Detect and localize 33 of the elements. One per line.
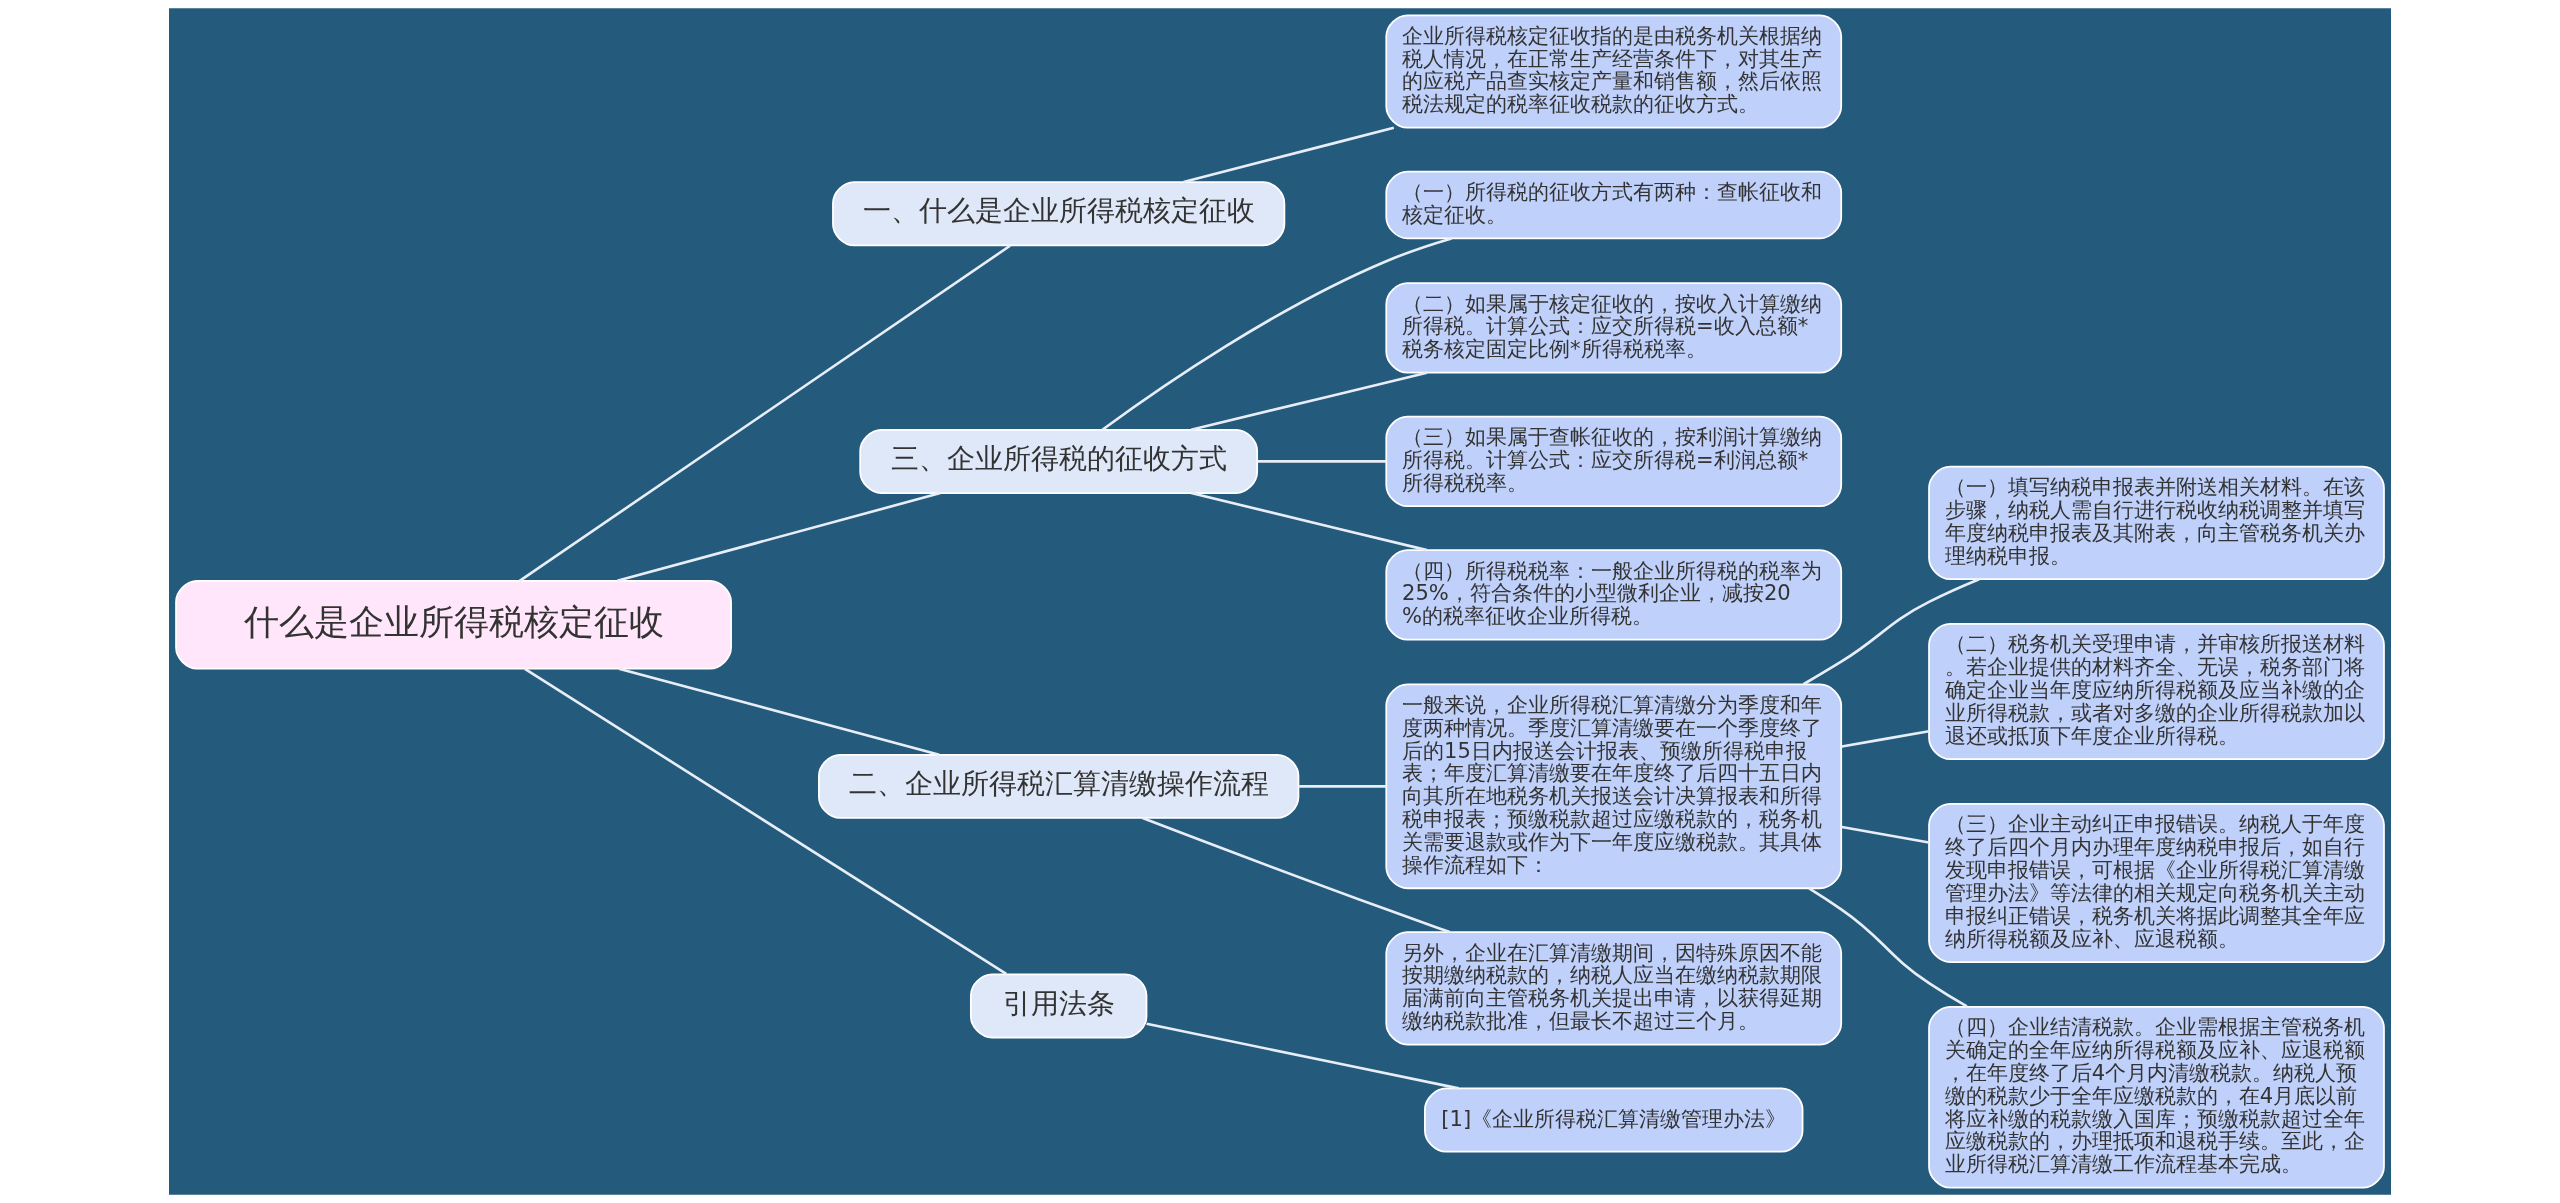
connector <box>1841 729 1930 748</box>
connector <box>1802 578 1980 686</box>
node-box: 一般来说，企业所得税汇算清缴分为季度和年度两种情况。季度汇算清缴要在一个季度终了后的15日内报送会计报表、预缴所得税申报表；年度汇算清缴要在年度终了后四十五日内向其所在地税务机关报送会计决算报表和所得税申报表；预缴税款超过应缴税款的，税务机关需要退款或作为下一年度应缴税款。其具体操作流程如下： <box>1385 683 1843 890</box>
node-box: （二）税务机关受理申请，并审核所报送材料。若企业提供的材料齐全、无误，税务部门将确定企业当年度应纳所得税额及应当补缴的企业所得税款，或者对多缴的企业所得税款加以退还或抵顶下年度企业所得税。 <box>1928 623 2385 761</box>
connector <box>1190 371 1428 432</box>
node-box: （二）如果属于核定征收的，按收入计算缴纳所得税。计算公式：应交所得税=收入总额*税务核定固定比例*所得税税率。 <box>1385 282 1843 374</box>
connector <box>518 244 1011 582</box>
connector <box>618 667 940 756</box>
connector <box>1142 816 1451 934</box>
node-box: 另外，企业在汇算清缴期间，因特殊原因不能按期缴纳税款的，纳税人应当在缴纳税款期限届满前向主管税务机关提出申请，以获得延期缴纳税款批准，但最长不超过三个月。 <box>1385 931 1843 1046</box>
connector <box>1257 460 1387 463</box>
node-box: 企业所得税核定征收指的是由税务机关根据纳税人情况，在正常生产经营条件下，对其生产的应税产品查实核定产量和销售额，然后依照税法规定的税率征收税款的征收方式。 <box>1385 14 1843 129</box>
connector <box>1841 825 1930 844</box>
connector <box>524 667 1007 975</box>
connector <box>1146 1022 1459 1090</box>
connector <box>1190 491 1428 552</box>
node-box: 什么是企业所得税核定征收 <box>175 580 732 670</box>
node-box: 三、企业所得税的征收方式 <box>859 428 1259 494</box>
connector <box>1183 126 1395 184</box>
node-box: （四）所得税税率：一般企业所得税的税率为25%，符合条件的小型微利企业，减按20%的税率征收企业所得税。 <box>1385 549 1843 641</box>
connector <box>1808 887 1968 1008</box>
connector <box>616 491 941 583</box>
node-box: （三）企业主动纠正申报错误。纳税人于年度终了后四个月内办理年度纳税申报后，如自行发现申报错误，可根据《企业所得税汇算清缴管理办法》等法律的相关规定向税务机关主动申报纠正错误，税务机关将据此调整其全年应纳所得税额及应补、应退税额。 <box>1928 803 2385 963</box>
connector <box>1299 785 1386 788</box>
node-box: （一）所得税的征收方式有两种：查帐征收和核定征收。 <box>1385 170 1843 240</box>
node-box: [1]《企业所得税汇算清缴管理办法》 <box>1424 1087 1804 1153</box>
node-box: （一）填写纳税申报表并附送相关材料。在该步骤，纳税人需自行进行税收纳税调整并填写年度纳税申报表及其附表，向主管税务机关办理纳税申报。 <box>1928 465 2385 580</box>
node-box: 引用法条 <box>969 973 1148 1039</box>
connector <box>1101 237 1452 431</box>
node-box: （三）如果属于查帐征收的，按利润计算缴纳所得税。计算公式：应交所得税=利润总额*所得税税率。 <box>1385 415 1843 508</box>
node-box: 一、什么是企业所得税核定征收 <box>832 181 1286 247</box>
node-box: 二、企业所得税汇算清缴操作流程 <box>818 753 1300 819</box>
node-box: （四）企业结清税款。企业需根据主管税务机关确定的全年应纳所得税额及应补、应退税额，在年度终了后4个月内清缴税款。纳税人预缴的税款少于全年应缴税款的，在4月底以前将应补缴的税款缴入国库；预缴税款超过全年应缴税款的，办理抵项和退税手续。至此，企业所得税汇算清缴工作流程基本完成。 <box>1928 1005 2385 1189</box>
